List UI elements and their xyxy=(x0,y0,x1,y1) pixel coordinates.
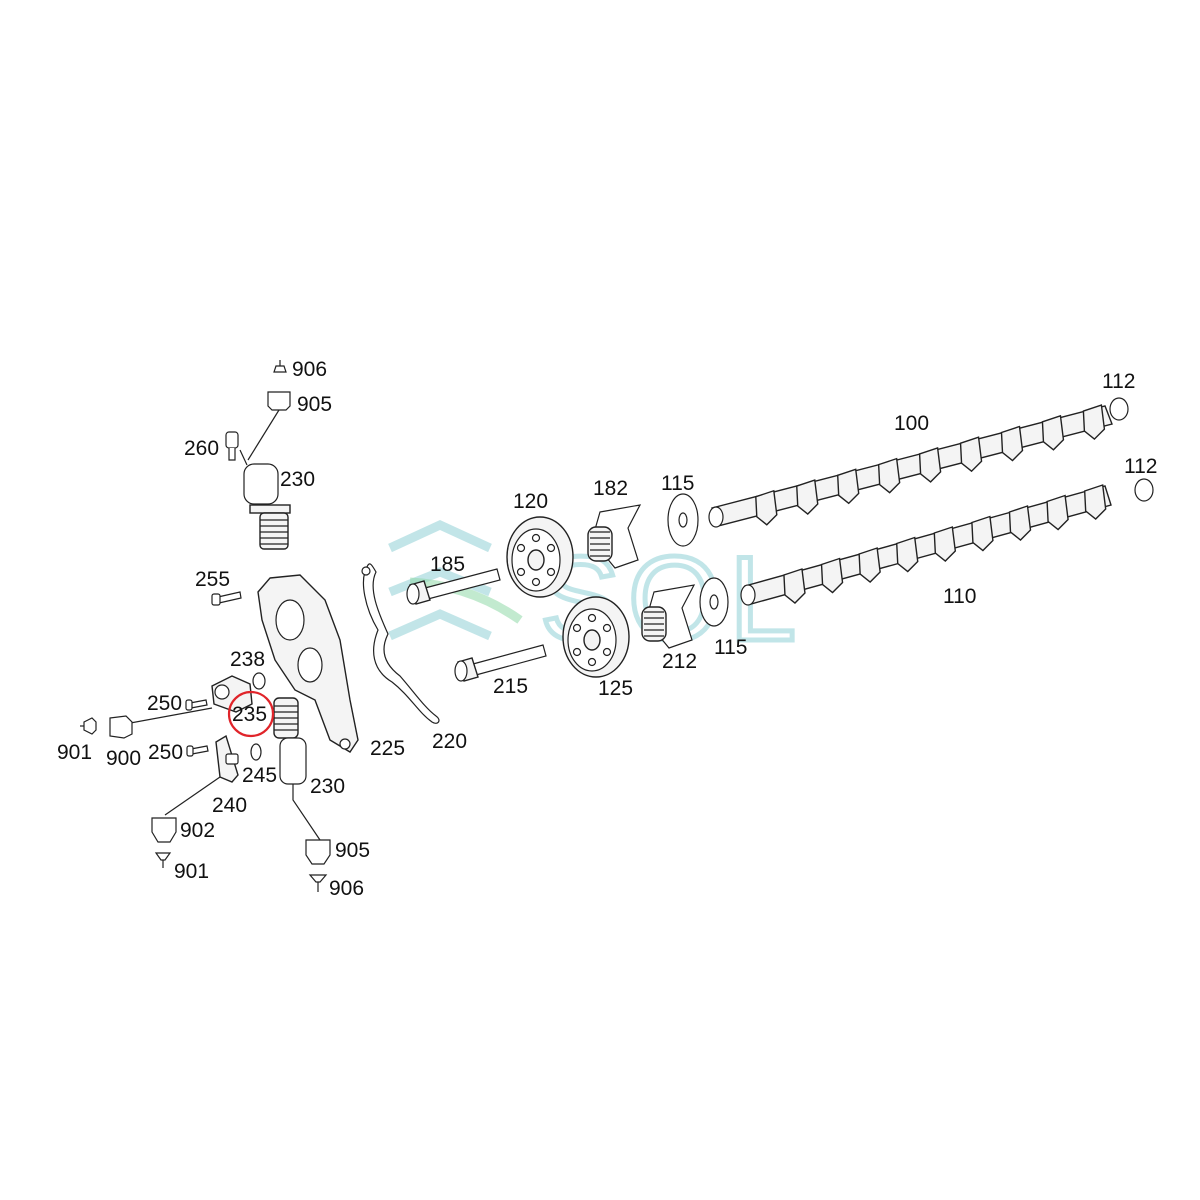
cap-112-lower xyxy=(1134,478,1154,502)
terminal-901-left xyxy=(80,717,97,735)
label-901-lower: 901 xyxy=(174,860,209,883)
label-100: 100 xyxy=(894,412,929,435)
part-labels: 906 905 260 230 255 238 250 235 901 900 … xyxy=(57,358,1157,900)
label-260: 260 xyxy=(184,437,219,460)
watermark-chevron-top xyxy=(388,520,492,553)
camshaft-100 xyxy=(708,404,1113,528)
cap-112-upper xyxy=(1109,397,1129,421)
cam-lobe xyxy=(836,468,860,505)
connector-902 xyxy=(151,817,177,843)
connector-905-upper xyxy=(247,391,291,461)
cam-lobe xyxy=(1082,404,1106,441)
cam-lobe xyxy=(1041,414,1065,451)
connector-900 xyxy=(109,715,133,739)
label-212: 212 xyxy=(662,650,697,673)
label-905-lower: 905 xyxy=(335,839,370,862)
gasket-220 xyxy=(362,563,440,724)
terminal-906-lower xyxy=(308,874,328,892)
label-906-lower: 906 xyxy=(329,877,364,900)
label-238: 238 xyxy=(230,648,265,671)
cam-lobe xyxy=(933,526,957,562)
label-900: 900 xyxy=(106,747,141,770)
label-902: 902 xyxy=(180,819,215,842)
label-185: 185 xyxy=(430,553,465,576)
bolt-250-lower xyxy=(186,745,209,757)
label-110: 110 xyxy=(943,585,976,608)
connector-905-lower xyxy=(305,839,331,865)
label-112-lower: 112 xyxy=(1124,455,1157,478)
cam-lobe xyxy=(1046,494,1069,531)
label-182: 182 xyxy=(593,477,628,500)
camshaft-adjuster-120 xyxy=(506,516,574,598)
watermark-chevron-low xyxy=(388,609,492,641)
label-905-upper: 905 xyxy=(297,393,332,416)
label-115-lower: 115 xyxy=(714,636,747,659)
solenoid-valve-230-upper xyxy=(239,449,291,550)
cam-lobe xyxy=(1000,425,1024,462)
highlight-circle-235 xyxy=(227,690,275,738)
label-255: 255 xyxy=(195,568,230,591)
label-250-upper: 250 xyxy=(147,692,182,715)
label-240: 240 xyxy=(212,794,247,817)
bolt-215 xyxy=(454,644,547,682)
label-115-upper: 115 xyxy=(661,472,694,495)
cam-lobe xyxy=(796,479,819,515)
cam-lobe xyxy=(959,436,983,473)
screw-255 xyxy=(211,591,242,606)
label-225: 225 xyxy=(370,737,405,760)
label-125: 125 xyxy=(598,677,633,700)
cam-lobe xyxy=(1008,505,1032,541)
camshaft-adjuster-125 xyxy=(562,596,630,678)
label-215: 215 xyxy=(493,675,528,698)
bolt-185 xyxy=(406,568,501,605)
washer-115-lower xyxy=(699,577,729,627)
terminal-901-lower xyxy=(154,852,172,868)
solenoid-valve-230-lower xyxy=(273,697,321,841)
label-230-upper: 230 xyxy=(280,468,315,491)
label-245: 245 xyxy=(242,764,277,787)
cam-lobe xyxy=(918,446,942,483)
o-ring-238 xyxy=(252,672,266,690)
label-120: 120 xyxy=(513,490,548,513)
terminal-906-upper xyxy=(273,360,287,373)
cam-lobe xyxy=(783,568,806,604)
cam-lobe xyxy=(896,536,919,573)
washer-115-upper xyxy=(667,493,699,547)
label-901-left: 901 xyxy=(57,741,92,764)
label-906-upper: 906 xyxy=(292,358,327,381)
cam-lobe xyxy=(858,547,881,583)
o-ring-245 xyxy=(250,743,262,761)
camshaft-110 xyxy=(740,484,1112,606)
cam-lobe xyxy=(1083,484,1107,520)
label-250-lower: 250 xyxy=(148,741,183,764)
label-220: 220 xyxy=(432,730,467,753)
cam-lobe xyxy=(877,457,901,494)
cam-lobe xyxy=(820,557,844,594)
sensor-240 xyxy=(164,734,239,816)
cam-lobe xyxy=(755,489,778,526)
cam-lobe xyxy=(971,515,994,552)
trigger-wheel-212 xyxy=(641,584,696,649)
screw-260 xyxy=(225,431,239,461)
trigger-wheel-182 xyxy=(587,504,642,569)
bolt-250-upper xyxy=(185,699,208,711)
sensor-235 xyxy=(211,675,253,713)
label-235: 235 xyxy=(232,703,267,726)
label-112-upper: 112 xyxy=(1102,370,1135,393)
label-230-lower: 230 xyxy=(310,775,345,798)
